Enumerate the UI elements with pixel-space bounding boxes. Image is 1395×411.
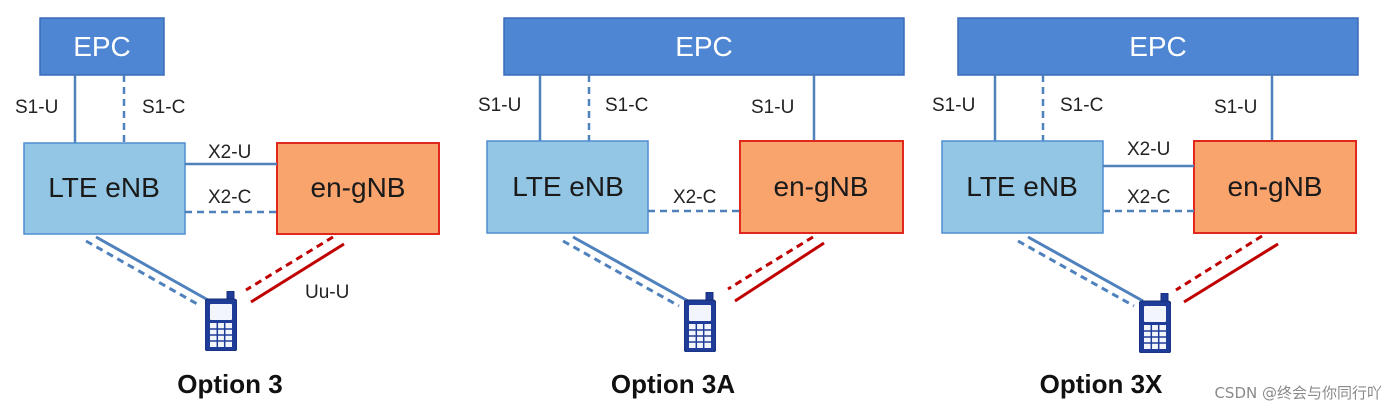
lte-enb-box <box>941 140 1104 234</box>
lte-enb-label: LTE eNB <box>512 171 624 202</box>
en-gnb-node: en-gNB <box>1193 140 1357 234</box>
lte-enb-box <box>23 142 186 235</box>
x2-u-label: X2-U <box>208 142 251 163</box>
nr-radio-user-link <box>734 241 825 303</box>
mobile-phone-icon <box>205 291 237 351</box>
lte-radio-control-link <box>562 239 680 308</box>
nr-radio-dashed-link <box>245 235 334 292</box>
mobile-phone-icon <box>1139 293 1171 353</box>
option-3x-panel: EPC S1-U S1-C S1-U LTE eNB en-gNB X2-U X… <box>932 17 1359 399</box>
s1-u-gnb-label: S1-U <box>751 97 794 118</box>
lte-radio-control-link <box>1017 239 1135 308</box>
x2-c-label: X2-C <box>673 187 716 208</box>
lte-enb-node: LTE eNB <box>23 142 186 235</box>
lte-enb-node: LTE eNB <box>486 140 649 234</box>
en-gnb-label: en-gNB <box>311 172 406 203</box>
epc-node: EPC <box>957 17 1359 76</box>
s1-c-label: S1-C <box>1060 95 1103 116</box>
x2-c-label: X2-C <box>208 187 251 208</box>
option-3a-caption: Option 3A <box>611 369 735 399</box>
x2-c-label: X2-C <box>1127 187 1170 208</box>
en-gnb-node: en-gNB <box>276 142 440 235</box>
uu-u-label: Uu-U <box>305 282 349 303</box>
s1-c-label: S1-C <box>605 95 648 116</box>
epc-node: EPC <box>503 17 905 76</box>
option-3a-panel: EPC S1-U S1-C S1-U LTE eNB en-gNB X2-C O… <box>478 17 905 399</box>
epc-box <box>957 17 1359 76</box>
epc-label: EPC <box>1129 31 1187 62</box>
lte-enb-node: LTE eNB <box>941 140 1104 234</box>
en-gnb-label: en-gNB <box>1228 171 1323 202</box>
mobile-phone-icon <box>684 292 716 352</box>
s1-u-label: S1-U <box>932 95 975 116</box>
epc-label: EPC <box>73 31 131 62</box>
s1-u-label: S1-U <box>478 95 521 116</box>
s1-u-label: S1-U <box>15 97 58 118</box>
epc-box <box>39 17 165 76</box>
x2-u-label: X2-U <box>1127 139 1170 160</box>
nr-radio-user-link <box>250 242 345 304</box>
en-gnb-box <box>1193 140 1357 234</box>
lte-enb-box <box>486 140 649 234</box>
epc-node: EPC <box>39 17 165 76</box>
watermark: CSDN @终会与你同行吖 <box>1214 384 1382 402</box>
nr-radio-dashed-link <box>1175 234 1263 292</box>
option-3-caption: Option 3 <box>177 369 282 399</box>
lte-radio-user-link <box>1027 235 1144 303</box>
lte-radio-control-link <box>85 239 200 307</box>
en-gnb-node: en-gNB <box>739 140 904 234</box>
nr-radio-user-link <box>1183 242 1279 304</box>
option-3-panel: EPC S1-U S1-C LTE eNB en-gNB X2-U X2-C U… <box>15 17 440 399</box>
en-gnb-box <box>276 142 440 235</box>
lte-radio-user-link <box>572 235 689 303</box>
lte-radio-user-link <box>95 235 209 302</box>
epc-box <box>503 17 905 76</box>
option-3x-caption: Option 3X <box>1040 369 1163 399</box>
en-gnb-box <box>739 140 904 234</box>
nr-radio-dashed-link <box>727 235 814 291</box>
s1-c-label: S1-C <box>142 97 185 118</box>
s1-u-gnb-label: S1-U <box>1214 97 1257 118</box>
en-gnb-label: en-gNB <box>774 171 869 202</box>
lte-enb-label: LTE eNB <box>48 172 160 203</box>
epc-label: EPC <box>675 31 733 62</box>
lte-enb-label: LTE eNB <box>966 171 1078 202</box>
